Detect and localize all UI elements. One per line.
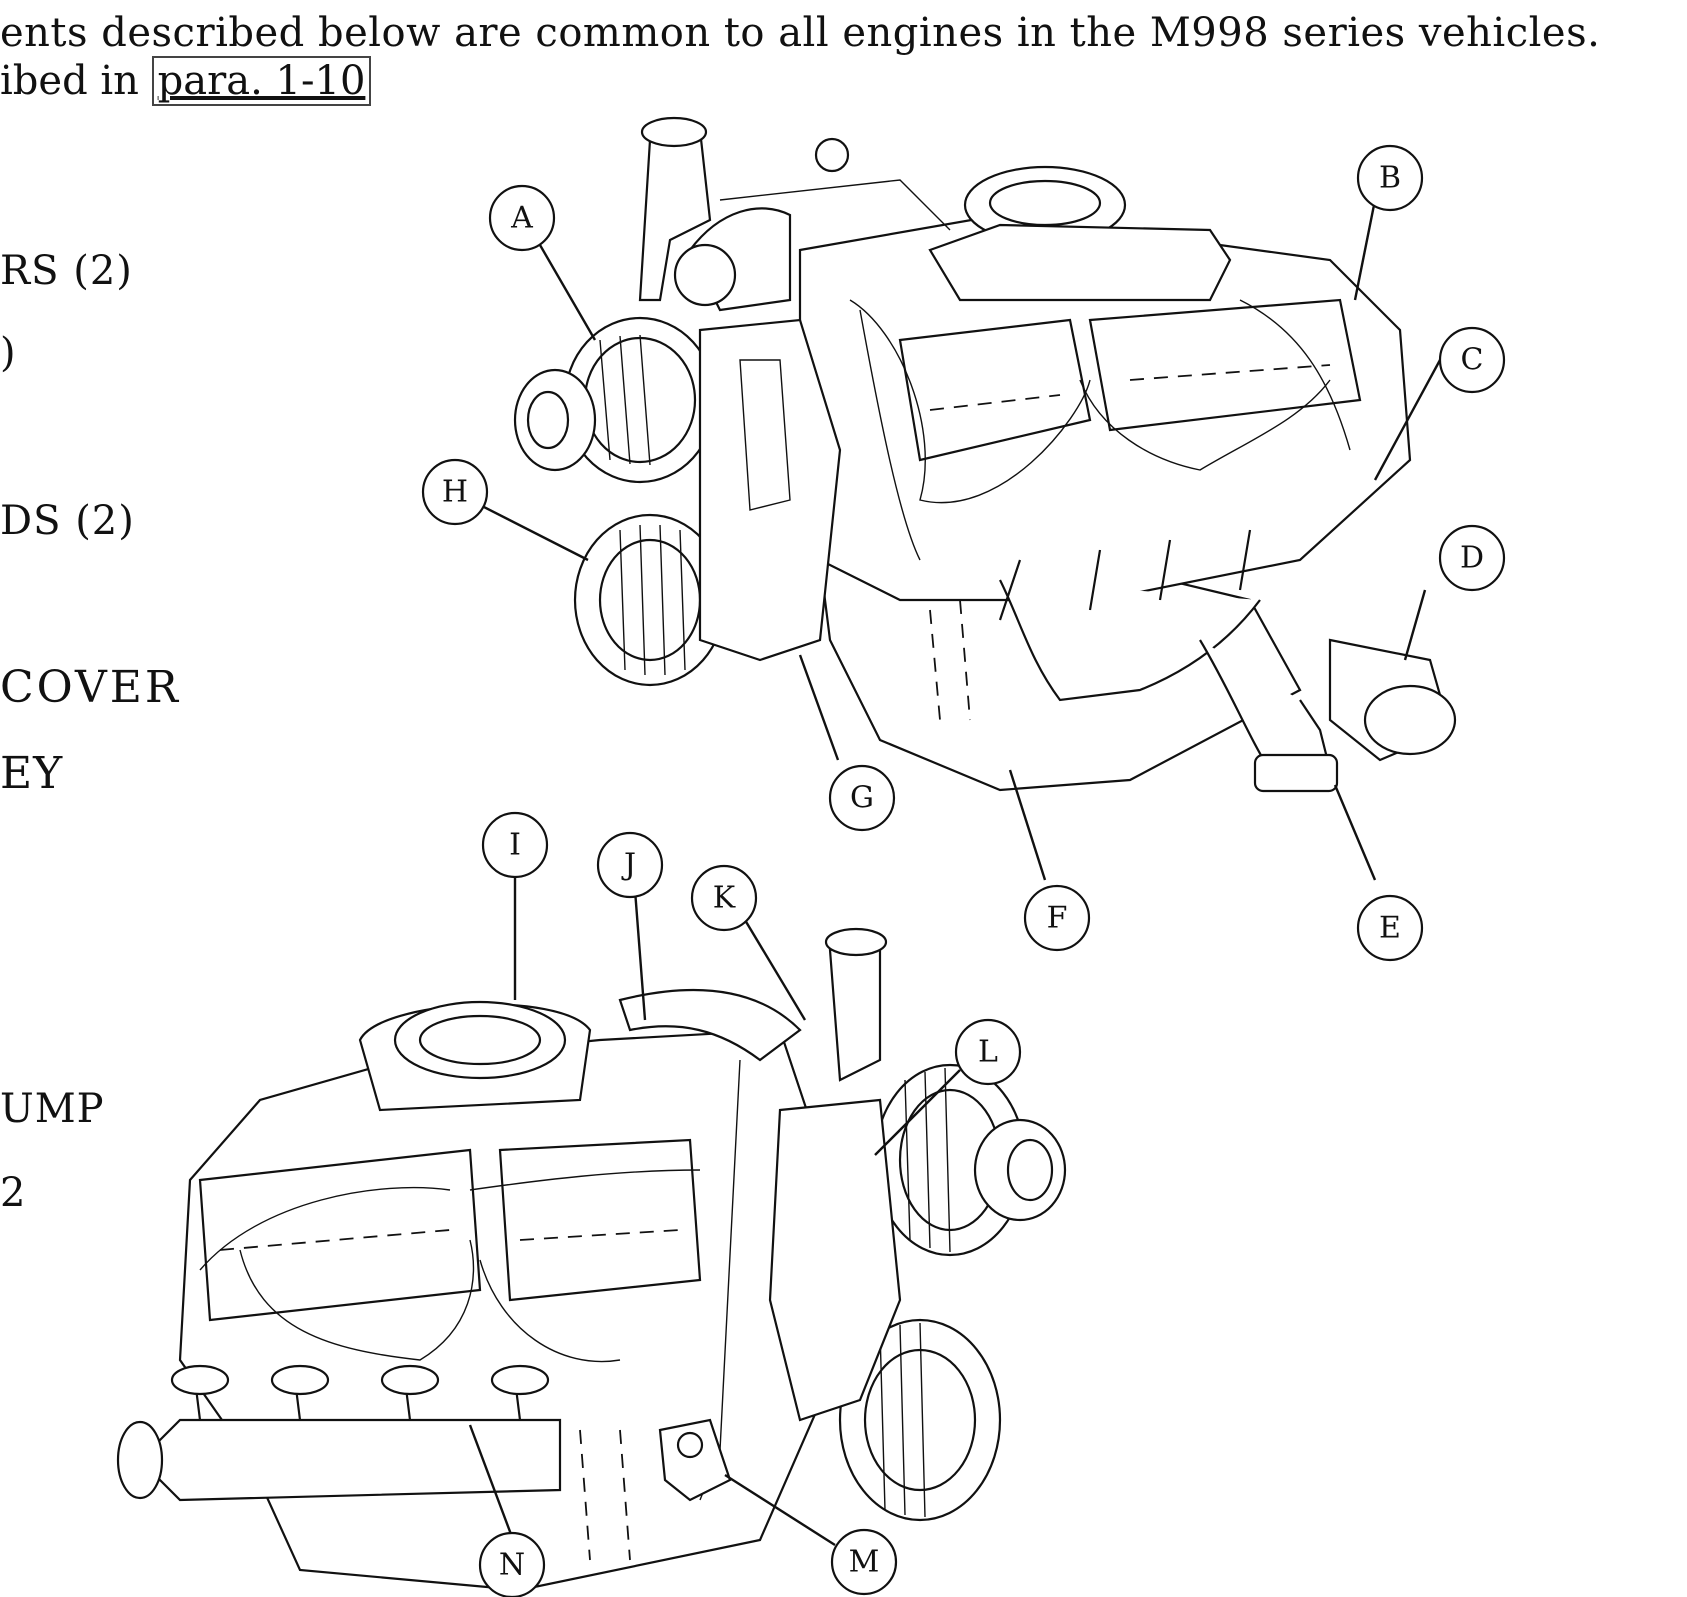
svg-text:I: I <box>509 828 521 863</box>
svg-text:J: J <box>621 848 636 883</box>
callout-h: H <box>421 458 489 526</box>
svg-text:B: B <box>1379 161 1401 196</box>
callout-l: L <box>954 1018 1022 1086</box>
svg-text:D: D <box>1460 541 1484 576</box>
svg-text:C: C <box>1461 343 1484 378</box>
intro-line-2: ibed in para. 1-10 <box>0 56 372 106</box>
svg-text:L: L <box>978 1035 998 1070</box>
legend-fragment-2: ) <box>0 330 17 376</box>
callout-f: F <box>1023 884 1091 952</box>
callout-m: M <box>830 1528 898 1596</box>
svg-text:M: M <box>849 1545 880 1580</box>
callout-d: D <box>1438 524 1506 592</box>
intro-line-1: ents described below are common to all e… <box>0 10 1601 56</box>
engine-bottom-illustration <box>116 927 1067 1592</box>
legend-fragment-7: 2 <box>0 1170 27 1216</box>
svg-text:K: K <box>713 881 736 916</box>
callout-e: E <box>1356 894 1424 962</box>
callout-j: J <box>596 831 664 899</box>
legend-fragment-6: UMP <box>0 1086 105 1132</box>
legend-fragment-5: EY <box>0 748 64 799</box>
legend-fragment-3: DS (2) <box>0 498 135 544</box>
legend-fragment-1: RS (2) <box>0 248 133 294</box>
intro-line-2-prefix: ibed in <box>0 58 139 104</box>
callout-c: C <box>1438 326 1506 394</box>
callout-a: A <box>488 184 556 252</box>
leader-lines <box>468 199 1442 1547</box>
svg-text:G: G <box>850 781 874 816</box>
callout-i: I <box>481 811 549 879</box>
svg-text:A: A <box>510 201 533 236</box>
svg-text:E: E <box>1379 911 1401 946</box>
para-reference-link[interactable]: para. 1-10 <box>151 56 372 106</box>
callout-b: B <box>1356 144 1424 212</box>
callout-g: G <box>828 764 896 832</box>
svg-text:F: F <box>1047 901 1068 936</box>
callout-k: K <box>690 864 758 932</box>
callout-n: N <box>478 1531 546 1597</box>
svg-text:H: H <box>442 475 468 510</box>
engine-top-illustration <box>513 116 1457 793</box>
svg-text:N: N <box>499 1548 525 1583</box>
legend-fragment-4: COVER <box>0 662 181 713</box>
